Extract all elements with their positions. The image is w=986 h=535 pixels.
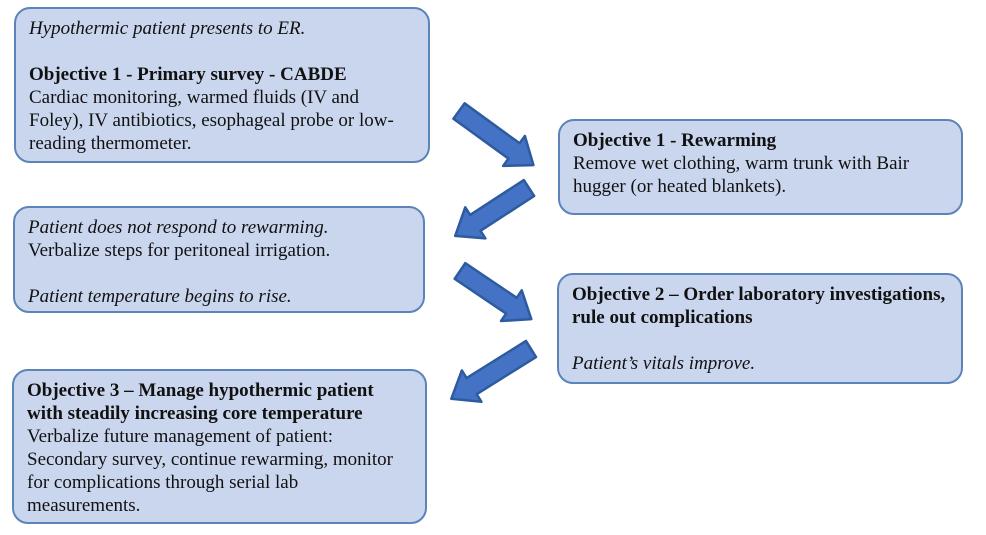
box-lab-investigations: Objective 2 – Order laboratory investiga… [557,273,963,384]
patient-state-text: Patient temperature begins to rise. [28,286,292,307]
arrow-down-right-1 [452,102,535,168]
arrow-down-left-2 [453,178,536,240]
spacer [28,262,410,285]
patient-state-text: Patient does not respond to rewarming. [28,217,329,238]
objective-heading: Objective 2 – Order laboratory investiga… [572,284,946,328]
arrow-down-right-3 [453,261,533,323]
objective-heading: Objective 1 - Rewarming [573,130,777,151]
objective-body-text: Cardiac monitoring, warmed fluids (IV an… [29,87,394,154]
box-peritoneal-irrigation: Patient does not respond to rewarming. V… [13,206,425,313]
objective-heading: Objective 3 – Manage hypothermic patient… [27,380,374,424]
box-ongoing-management: Objective 3 – Manage hypothermic patient… [12,369,427,524]
objective-body-text: Remove wet clothing, warm trunk with Bai… [573,153,910,197]
objective-heading: Objective 1 - Primary survey - CABDE [29,64,347,85]
objective-body-text: Verbalize steps for peritoneal irrigatio… [28,240,331,261]
arrow-down-left-4 [450,339,538,404]
box-primary-survey: Hypothermic patient presents to ER. Obje… [14,7,430,163]
spacer [29,40,415,63]
patient-state-text: Patient’s vitals improve. [572,353,756,374]
patient-state-text: Hypothermic patient presents to ER. [29,18,306,39]
spacer [572,329,948,352]
box-rewarming: Objective 1 - Rewarming Remove wet cloth… [558,119,963,215]
objective-body-text: Verbalize future management of patient: … [27,426,394,516]
